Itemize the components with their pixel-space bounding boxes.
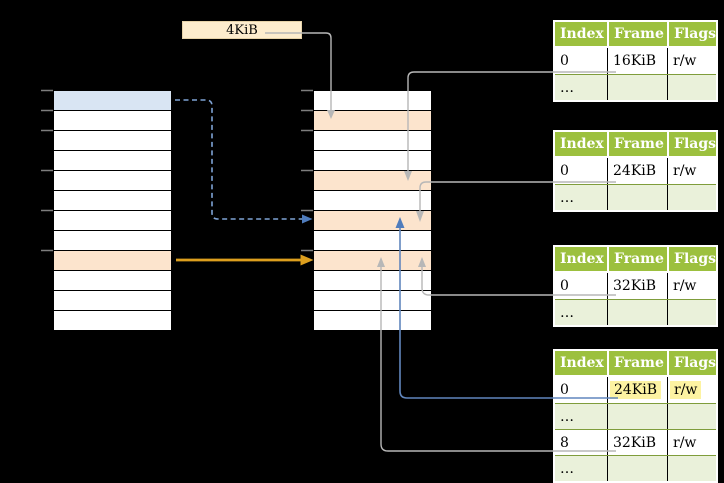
memory-row	[314, 271, 431, 291]
cell-index: …	[560, 408, 574, 425]
memory-row	[54, 231, 171, 251]
highlighted-value: 24KiB	[610, 381, 662, 399]
column-header-frame: Frame	[607, 351, 667, 375]
cell-frame	[607, 185, 667, 210]
memory-row	[314, 151, 431, 171]
cell-flags: r/w	[667, 273, 716, 299]
memory-row	[54, 271, 171, 291]
page-table-3: Index Frame Flags 0 32KiB r/w …	[553, 245, 718, 327]
memory-row	[54, 191, 171, 211]
cell-index: 0	[560, 278, 569, 294]
column-header-index: Index	[560, 355, 604, 371]
cell-index: 8	[560, 434, 569, 451]
cell-frame: 16KiB	[607, 48, 667, 74]
table-row-ellipsis: …	[555, 299, 716, 325]
table-row-ellipsis: …	[555, 455, 716, 481]
memory-row	[314, 191, 431, 211]
page-table-1: Index Frame Flags 0 16KiB r/w …	[553, 20, 718, 102]
table-row-ellipsis: …	[555, 184, 716, 210]
column-header-frame: Frame	[607, 22, 667, 46]
cell-frame: 24KiB	[607, 158, 667, 184]
memory-row	[314, 291, 431, 311]
page-size-label: 4KiB	[182, 21, 302, 39]
cell-flags: r/w	[667, 377, 716, 403]
page-table-4: Index Frame Flags 0 24KiB r/w … 8 32KiB …	[553, 349, 718, 483]
virtual-memory-row-highlighted-orange	[54, 251, 171, 271]
table-row: 0 24KiB r/w	[555, 158, 716, 184]
column-header-frame: Frame	[607, 247, 667, 271]
cell-index: …	[560, 79, 574, 96]
memory-row	[54, 131, 171, 151]
table-row: 8 32KiB r/w	[555, 429, 716, 455]
table-header-row: Index Frame Flags	[555, 22, 716, 48]
physical-frame-16KiB	[314, 171, 431, 191]
memory-row	[54, 291, 171, 311]
column-header-flags: Flags	[667, 132, 716, 156]
table-row-ellipsis: …	[555, 403, 716, 429]
cell-frame	[607, 404, 667, 429]
virtual-memory-column	[53, 90, 172, 331]
cell-frame	[607, 456, 667, 481]
cell-flags	[667, 300, 716, 325]
cell-flags	[667, 456, 716, 481]
cell-frame: 32KiB	[607, 273, 667, 299]
memory-row	[314, 91, 431, 111]
virtual-memory-ticks	[41, 89, 53, 252]
cell-flags: r/w	[667, 430, 716, 455]
page-table-2: Index Frame Flags 0 24KiB r/w …	[553, 130, 718, 212]
cell-frame: 24KiB	[607, 377, 667, 403]
physical-frame-24KiB	[314, 211, 431, 231]
cell-index: 0	[560, 163, 569, 179]
cell-flags: r/w	[667, 158, 716, 184]
table-row: 0 32KiB r/w	[555, 273, 716, 299]
memory-row	[54, 171, 171, 191]
cell-frame: 32KiB	[607, 430, 667, 455]
cell-index: 0	[560, 382, 569, 398]
arrow-virtualpage-to-frame24-dashed	[175, 99, 302, 220]
cell-index: …	[560, 304, 574, 321]
column-header-index: Index	[560, 136, 604, 152]
memory-row	[314, 231, 431, 251]
cell-frame	[607, 75, 667, 100]
table-header-row: Index Frame Flags	[555, 351, 716, 377]
cell-index: …	[560, 460, 574, 477]
cell-flags	[667, 185, 716, 210]
physical-memory-ticks	[301, 89, 313, 252]
cell-flags	[667, 75, 716, 100]
table-row-ellipsis: …	[555, 74, 716, 100]
cell-frame	[607, 300, 667, 325]
virtual-memory-row-highlighted-blue	[54, 91, 171, 111]
cell-index: …	[560, 189, 574, 206]
memory-row	[314, 131, 431, 151]
table-header-row: Index Frame Flags	[555, 247, 716, 273]
physical-memory-column	[313, 90, 432, 331]
column-header-index: Index	[560, 26, 604, 42]
cell-index: 0	[560, 53, 569, 69]
cell-flags	[667, 404, 716, 429]
arrowhead-right-frame32-orange	[300, 254, 314, 266]
page-size-label-text: 4KiB	[226, 22, 258, 38]
physical-frame-4KiB	[314, 111, 431, 131]
memory-row	[54, 151, 171, 171]
column-header-index: Index	[560, 251, 604, 267]
memory-row	[54, 311, 171, 330]
column-header-flags: Flags	[667, 22, 716, 46]
table-row: 0 16KiB r/w	[555, 48, 716, 74]
cell-flags: r/w	[667, 48, 716, 74]
memory-row	[54, 211, 171, 231]
memory-row	[314, 311, 431, 330]
table-row-highlighted: 0 24KiB r/w	[555, 377, 716, 403]
memory-row	[54, 111, 171, 131]
table-header-row: Index Frame Flags	[555, 132, 716, 158]
column-header-flags: Flags	[667, 351, 716, 375]
highlighted-value: r/w	[670, 381, 702, 399]
arrowhead-right-frame24-dashed	[302, 214, 313, 224]
physical-frame-32KiB	[314, 251, 431, 271]
column-header-frame: Frame	[607, 132, 667, 156]
column-header-flags: Flags	[667, 247, 716, 271]
